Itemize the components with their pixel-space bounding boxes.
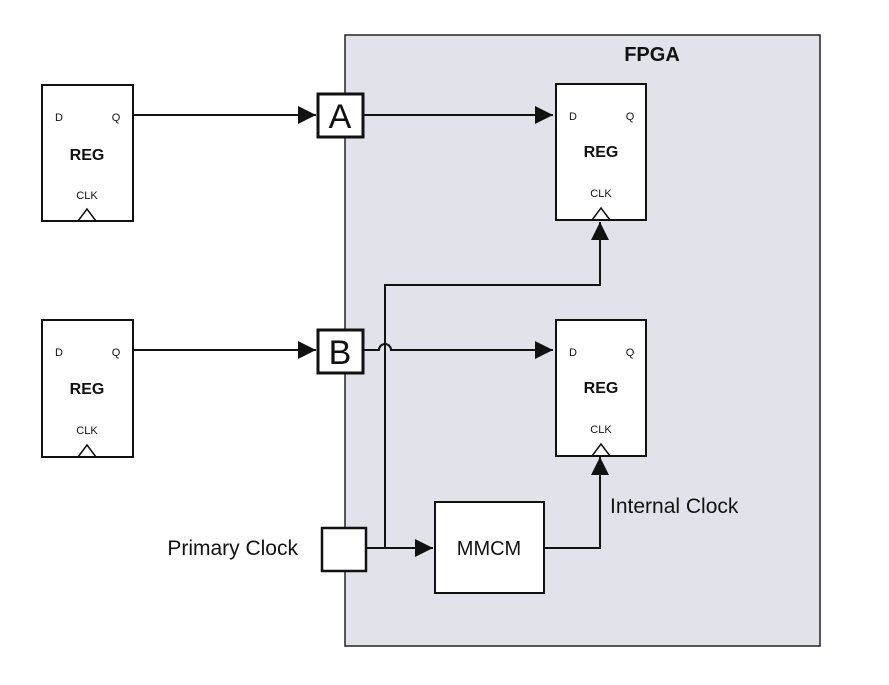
clock-triangle-icon — [77, 443, 97, 458]
clk-pin-label: CLK — [590, 424, 612, 436]
primary-clock-pad — [320, 526, 368, 573]
mmcm-label: MMCM — [457, 538, 521, 560]
q-pin-label: Q — [626, 347, 635, 359]
mmcm-block: MMCM — [434, 501, 545, 594]
register-name: REG — [584, 380, 619, 397]
port-a: A — [316, 92, 365, 139]
clk-pin-label: CLK — [76, 190, 98, 202]
port-a-label: A — [329, 98, 352, 136]
d-pin-label: D — [569, 111, 577, 123]
d-pin-label: D — [55, 347, 63, 359]
wires — [133, 106, 609, 557]
d-pin-label: D — [569, 347, 577, 359]
internal-clock-label: Internal Clock — [610, 495, 739, 518]
wire-primary-clock-to-int-reg1-clk — [384, 222, 609, 548]
port-b: B — [316, 328, 365, 375]
q-pin-label: Q — [112, 347, 121, 359]
register-name: REG — [584, 144, 619, 161]
primary-clock-label: Primary Clock — [167, 537, 298, 560]
clock-triangle-icon — [77, 207, 97, 222]
clk-pin-label: CLK — [590, 188, 612, 200]
external-register-1: D Q REG CLK — [41, 84, 134, 222]
q-pin-label: Q — [112, 112, 121, 124]
clock-triangle-icon — [591, 206, 611, 221]
q-pin-label: Q — [626, 111, 635, 123]
register-name: REG — [70, 381, 105, 398]
clk-pin-label: CLK — [76, 425, 98, 437]
fpga-title: FPGA — [624, 44, 680, 66]
wire-mmcm-to-int-reg2-clk — [544, 457, 609, 549]
clock-triangle-icon — [591, 442, 611, 457]
register-name: REG — [70, 147, 105, 164]
internal-register-2: D Q REG CLK — [555, 319, 647, 457]
external-register-2: D Q REG CLK — [41, 319, 134, 458]
d-pin-label: D — [55, 112, 63, 124]
port-b-label: B — [329, 334, 352, 372]
internal-register-1: D Q REG CLK — [555, 83, 647, 221]
